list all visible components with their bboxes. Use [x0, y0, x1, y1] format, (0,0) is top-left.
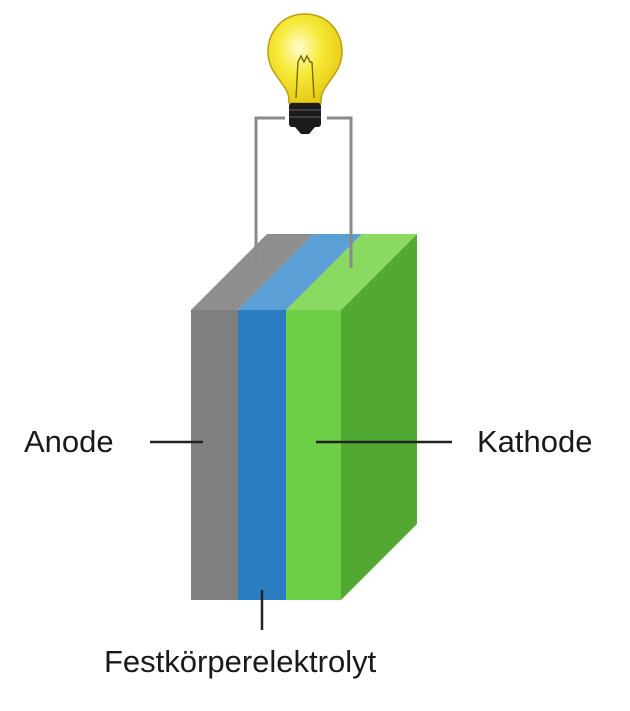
light-bulb-icon [267, 13, 343, 134]
anode-label: Anode [24, 424, 114, 459]
circuit-wire [254, 116, 353, 268]
anode-layer [191, 310, 238, 600]
cathode-label: Kathode [477, 424, 593, 459]
cathode-layer [286, 310, 341, 600]
electrolyte-layer [238, 310, 286, 600]
wire-left [254, 116, 285, 268]
cathode-top-face [286, 234, 417, 310]
electrolyte-top-face [238, 234, 362, 310]
bulb-tip [295, 127, 315, 134]
electrolyte-label: Festkörperelektrolyt [104, 644, 377, 679]
bulb-filament [295, 54, 315, 99]
anode-top-face [191, 234, 314, 310]
bulb-base [289, 103, 321, 127]
wire-right [327, 116, 353, 268]
cathode-side-face [341, 234, 417, 600]
